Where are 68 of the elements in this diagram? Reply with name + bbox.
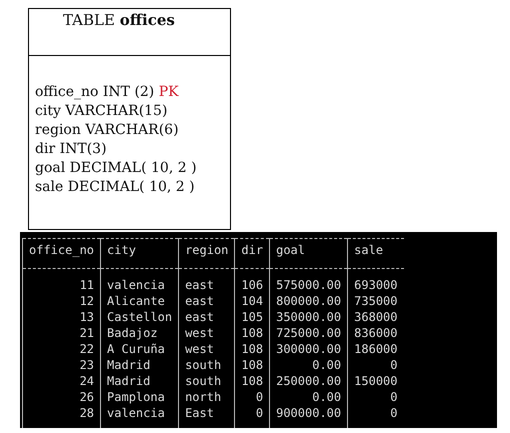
- field-definition: sale DECIMAL( 10, 2 ): [35, 178, 196, 197]
- column-header: office_no: [22, 238, 101, 268]
- table-cell: 0.00: [270, 357, 348, 373]
- field-definition: region VARCHAR(6): [35, 121, 180, 140]
- table-cell: 0: [234, 405, 270, 428]
- table-cell: 368000: [348, 309, 404, 325]
- column-header: sale: [348, 238, 404, 268]
- table-cell: 108: [234, 357, 270, 373]
- table-cell: 575000.00: [270, 268, 348, 293]
- table-cell: 11: [22, 268, 101, 293]
- table-cell: 900000.00: [270, 405, 348, 428]
- table-cell: 26: [22, 389, 101, 405]
- table-cell: 150000: [348, 373, 404, 389]
- table-cell: 735000: [348, 293, 404, 309]
- table-cell: 836000: [348, 325, 404, 341]
- table-cell: west: [178, 341, 235, 357]
- column-header: dir: [234, 238, 270, 268]
- table-cell: south: [178, 373, 235, 389]
- table-cell: 24: [22, 373, 101, 389]
- table-cell: 0.00: [270, 389, 348, 405]
- table-cell: 250000.00: [270, 373, 348, 389]
- table-cell: east: [178, 268, 235, 293]
- field-definition: city VARCHAR(15): [35, 102, 168, 121]
- table-cell: 22: [22, 341, 101, 357]
- field-definition: office_no INT (2) PK: [35, 83, 180, 102]
- table-cell: 12: [22, 293, 101, 309]
- table-cell: 800000.00: [270, 293, 348, 309]
- column-header: goal: [270, 238, 348, 268]
- column-header: region: [178, 238, 235, 268]
- table-cell: Alicante: [100, 293, 179, 309]
- column-header: city: [100, 238, 179, 268]
- table-cell: east: [178, 309, 235, 325]
- table-cell: north: [178, 389, 235, 405]
- table-cell: 21: [22, 325, 101, 341]
- table-cell: 0: [234, 389, 270, 405]
- table-cell: 108: [234, 341, 270, 357]
- table-cell: Badajoz: [100, 325, 179, 341]
- entity-box: [28, 8, 231, 230]
- table-cell: 104: [234, 293, 270, 309]
- table-cell: 300000.00: [270, 341, 348, 357]
- field-definition: dir INT(3): [35, 140, 108, 159]
- table-cell: 725000.00: [270, 325, 348, 341]
- table-cell: valencia: [100, 268, 179, 293]
- table-cell: 0: [348, 389, 404, 405]
- table-cell: west: [178, 325, 235, 341]
- table-title: TABLE offices: [62, 10, 176, 29]
- table-cell: Pamplona: [100, 389, 179, 405]
- table-cell: Madrid: [100, 373, 179, 389]
- table-cell: 23: [22, 357, 101, 373]
- table-cell: A Curuña: [100, 341, 179, 357]
- table-cell: south: [178, 357, 235, 373]
- table-cell: 28: [22, 405, 101, 428]
- table-cell: 13: [22, 309, 101, 325]
- table-cell: east: [178, 293, 235, 309]
- table-cell: East: [178, 405, 235, 428]
- table-cell: 186000: [348, 341, 404, 357]
- table-cell: 0: [348, 405, 404, 428]
- table-cell: 106: [234, 268, 270, 293]
- table-cell: 0: [348, 357, 404, 373]
- table-cell: Castellon: [100, 309, 179, 325]
- table-cell: 350000.00: [270, 309, 348, 325]
- table-cell: 108: [234, 373, 270, 389]
- table-cell: 105: [234, 309, 270, 325]
- table-cell: Madrid: [100, 357, 179, 373]
- field-definition: goal DECIMAL( 10, 2 ): [35, 159, 198, 178]
- table-cell: 108: [234, 325, 270, 341]
- table-cell: 693000: [348, 268, 404, 293]
- table-cell: valencia: [100, 405, 179, 428]
